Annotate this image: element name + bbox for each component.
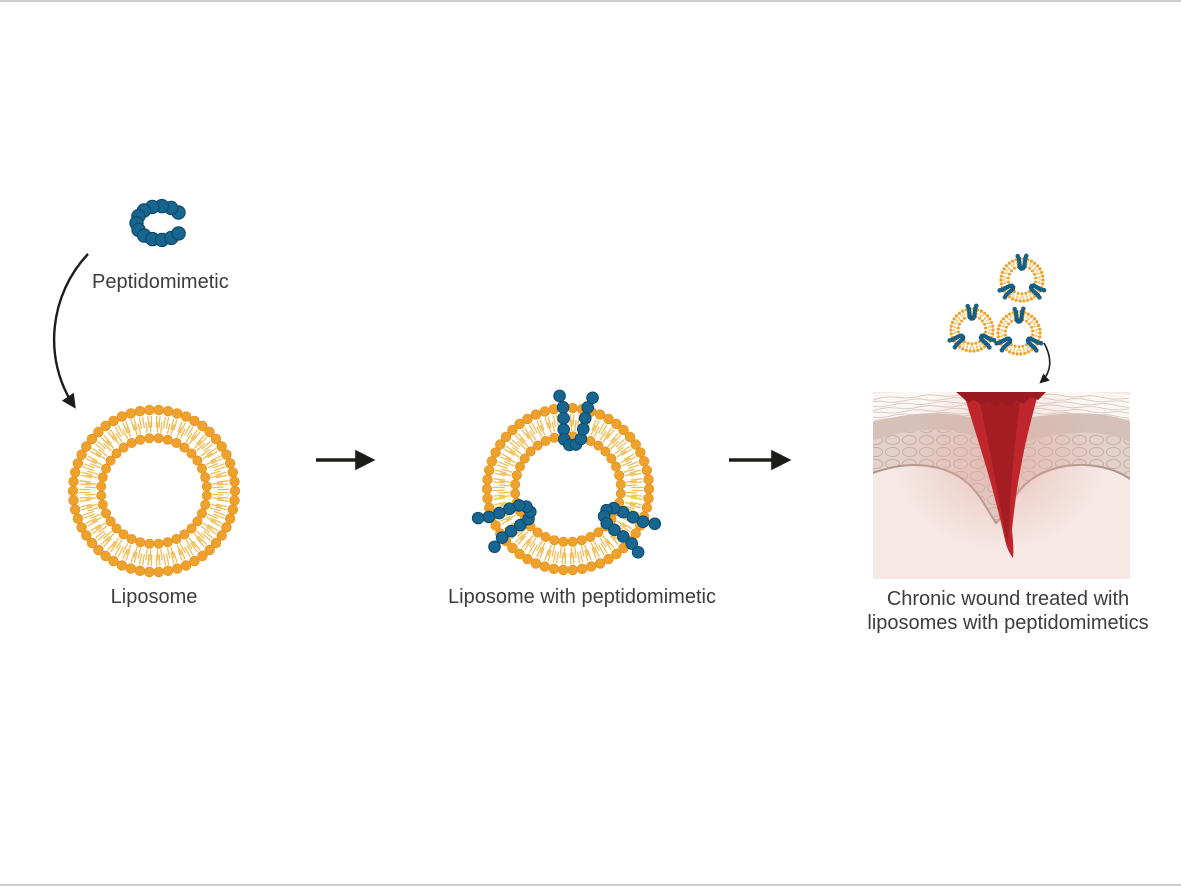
curved-into-wound-arrow-icon	[1039, 342, 1051, 384]
peptidomimetic-in-membrane-icon	[1012, 306, 1026, 324]
peptidomimetic-icon	[129, 198, 186, 248]
peptidomimetic-in-membrane-icon	[978, 333, 997, 350]
peptidomimetic-in-membrane-icon	[1028, 283, 1047, 300]
peptidomimetic-in-membrane-icon	[994, 336, 1013, 353]
small-liposome-icon	[947, 303, 997, 353]
peptidomimetic-in-membrane-icon	[1025, 336, 1044, 353]
peptidomimetic-in-membrane-icon	[1015, 253, 1029, 271]
wound-caption-line2: liposomes with peptidomimetics	[867, 612, 1149, 634]
small-liposome-icon	[997, 253, 1047, 303]
peptidomimetic-in-membrane-icon	[597, 501, 662, 559]
wound-caption: Chronic wound treated with liposomes wit…	[867, 587, 1148, 635]
liposome-icon	[67, 404, 241, 578]
liposome-label: Liposome	[110, 586, 198, 608]
peptidomimetic-label: Peptidomimetic	[92, 271, 229, 293]
liposome-with-peptidomimetic-label: Liposome with peptidomimetic	[448, 586, 716, 608]
peptidomimetic-in-membrane-icon	[471, 499, 537, 554]
peptidomimetic-in-membrane-icon	[997, 283, 1016, 300]
chronic-wound-icon	[873, 392, 1130, 579]
small-liposome-icon	[994, 306, 1044, 356]
liposome-with-peptidomimetic-icon	[471, 389, 662, 576]
peptidomimetic-in-membrane-icon	[947, 333, 966, 350]
wound-caption-line1: Chronic wound treated with	[886, 588, 1130, 610]
peptidomimetic-in-membrane-icon	[553, 389, 599, 452]
peptidomimetic-in-membrane-icon	[965, 303, 979, 321]
curved-down-arrow-icon	[52, 253, 89, 409]
